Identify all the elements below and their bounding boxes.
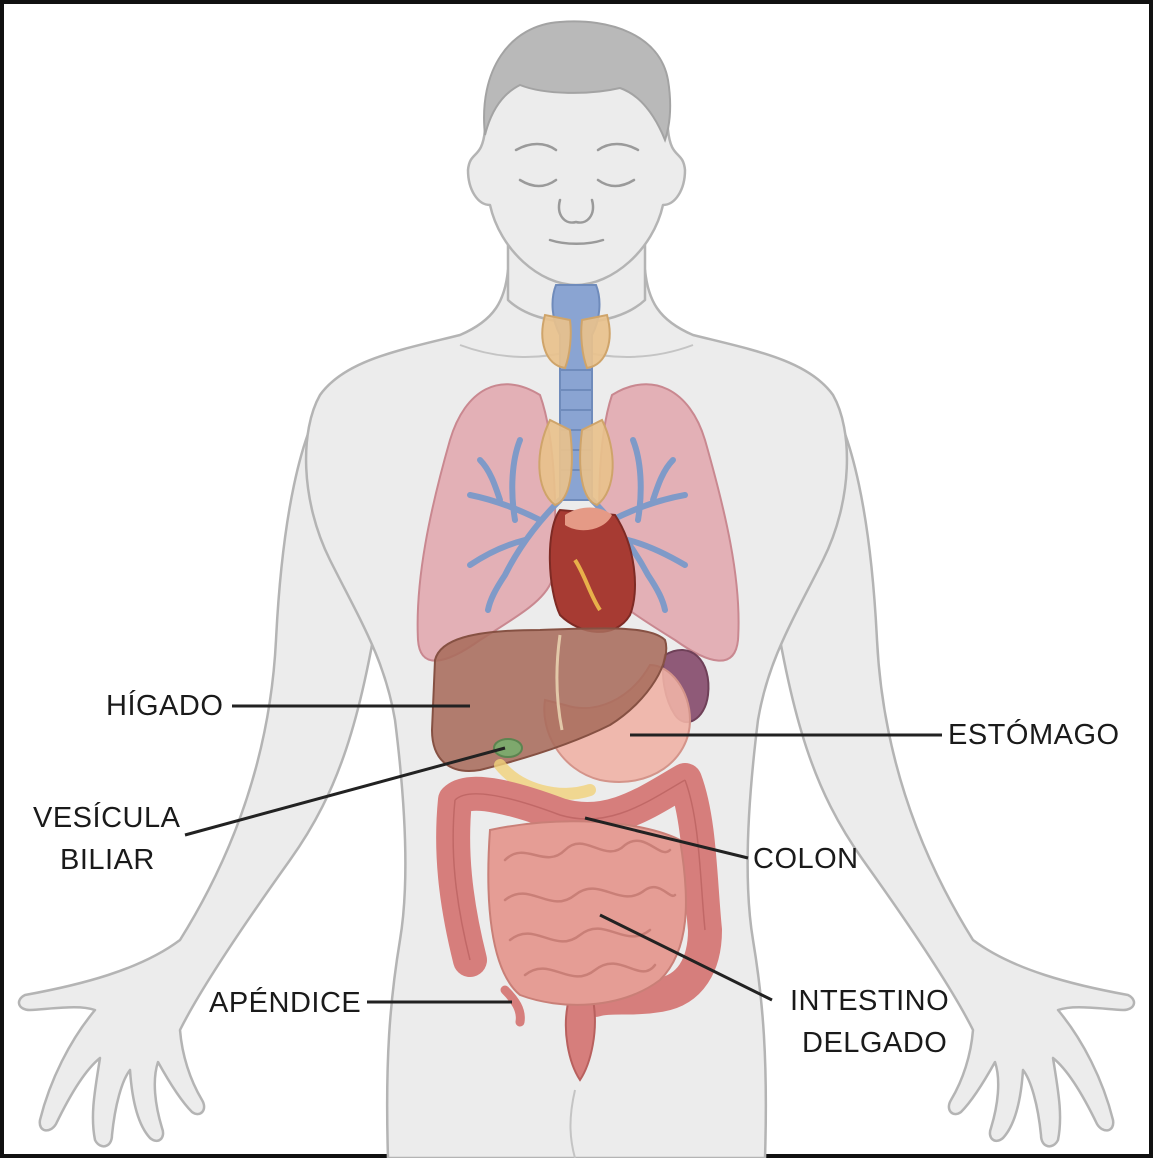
label-appendix: APÉNDICE: [209, 982, 361, 1024]
label-small-intestine-line-1: INTESTINO: [790, 980, 949, 1022]
label-liver: HÍGADO: [106, 685, 223, 727]
label-gallbladder-line-1: VESÍCULA: [33, 797, 180, 839]
label-gallbladder: VESÍCULA BILIAR: [33, 797, 180, 881]
label-small-intestine-line-2: DELGADO: [790, 1022, 949, 1064]
label-gallbladder-line-2: BILIAR: [33, 839, 180, 881]
label-small-intestine: INTESTINO DELGADO: [790, 980, 949, 1064]
heart: [550, 508, 635, 632]
label-colon: COLON: [753, 838, 859, 880]
gallbladder: [494, 739, 522, 757]
small-intestine: [488, 821, 686, 1005]
label-stomach: ESTÓMAGO: [948, 714, 1120, 756]
